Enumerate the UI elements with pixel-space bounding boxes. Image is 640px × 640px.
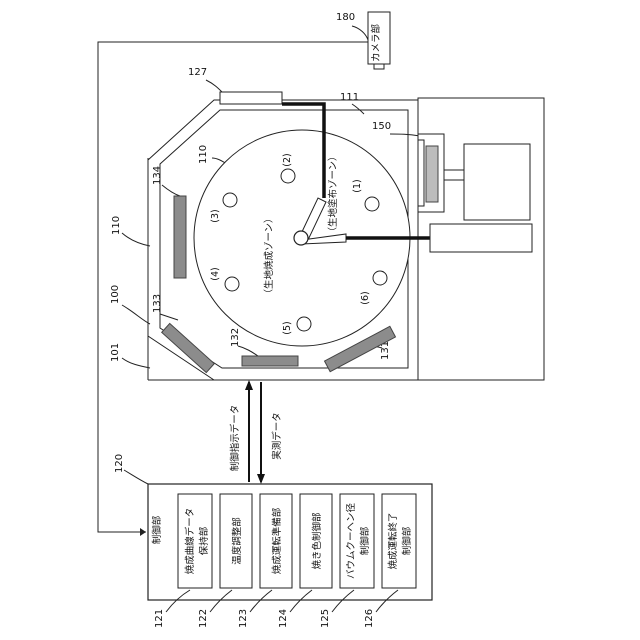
module-121-line1: 焼成曲線データ <box>184 508 196 575</box>
motor-box <box>430 224 532 252</box>
module-122-label: 温度調整部 <box>231 517 243 565</box>
leader-101 <box>122 358 150 368</box>
ref-100: 100 <box>110 285 121 304</box>
leader-127 <box>206 80 222 92</box>
position-1-hole <box>365 197 379 211</box>
camera-lens <box>374 64 384 69</box>
camera-label: カメラ部 <box>370 24 382 62</box>
module-124-label: 焼き色制御部 <box>311 512 323 569</box>
ref-110-body: 110 <box>111 216 122 235</box>
position-4-label: (4) <box>210 267 221 280</box>
ref-121: 121 <box>154 609 165 628</box>
heater-134 <box>174 196 186 278</box>
module-126-line1: 焼成運転終了 <box>387 512 399 569</box>
module-121-line2: 保持部 <box>198 527 210 556</box>
measured-arrow-head <box>257 474 265 484</box>
ref-134: 134 <box>152 166 163 185</box>
leader-100 <box>122 305 150 324</box>
position-6-label: (6) <box>360 291 371 304</box>
center-pivot <box>294 231 308 245</box>
leader-134 <box>162 185 180 196</box>
ref-126: 126 <box>364 609 375 628</box>
ref-122: 122 <box>198 609 209 628</box>
ref-101: 101 <box>110 343 121 362</box>
position-1-label: (1) <box>352 179 363 192</box>
module-123-label: 焼成運転準備部 <box>271 508 283 575</box>
ref-132: 132 <box>230 328 241 347</box>
part-127 <box>220 92 282 104</box>
camera-wire-arrow <box>140 528 146 536</box>
ref-123: 123 <box>238 609 249 628</box>
ref-110-plate: 110 <box>198 145 209 164</box>
leader-150 <box>390 134 420 136</box>
leader-133 <box>160 314 178 320</box>
ref-180: 180 <box>336 12 355 23</box>
position-3-label: (3) <box>210 209 221 222</box>
ref-150: 150 <box>372 121 391 132</box>
position-5-label: (5) <box>282 321 293 334</box>
heater-132 <box>242 356 298 366</box>
leader-111 <box>352 104 364 114</box>
module-125-line1: バウムクーヘン径 <box>345 503 357 580</box>
leader-132 <box>238 346 258 356</box>
position-4-hole <box>225 277 239 291</box>
position-2-hole <box>281 169 295 183</box>
ref-125: 125 <box>320 609 331 628</box>
leader-110-body <box>122 233 150 246</box>
baking-zone-label: （生地焼成ゾーン） <box>263 213 275 298</box>
control-arrow-head <box>245 380 253 390</box>
heater-133 <box>162 323 215 372</box>
ref-133: 133 <box>152 294 163 313</box>
ref-120: 120 <box>114 454 125 473</box>
position-3-hole <box>223 193 237 207</box>
ref-124: 124 <box>278 609 289 628</box>
position-5-hole <box>297 317 311 331</box>
ref-127: 127 <box>188 67 207 78</box>
leader-180 <box>352 26 368 40</box>
controller-title: 制御部 <box>151 516 163 545</box>
unit-150-connector <box>444 170 464 180</box>
unit-150-body <box>464 144 530 220</box>
control-data-label: 制御指示データ <box>229 405 241 472</box>
ref-111: 111 <box>340 92 359 103</box>
module-126-line2: 制御部 <box>401 527 413 556</box>
unit-150-roller <box>426 146 438 202</box>
module-125-line2: 制御部 <box>359 527 371 556</box>
coating-zone-label: （生地塗布ゾーン） <box>327 151 339 236</box>
measured-data-label: 実測データ <box>271 412 283 460</box>
leader-120 <box>124 470 148 484</box>
position-6-hole <box>373 271 387 285</box>
position-2-label: (2) <box>282 153 293 166</box>
